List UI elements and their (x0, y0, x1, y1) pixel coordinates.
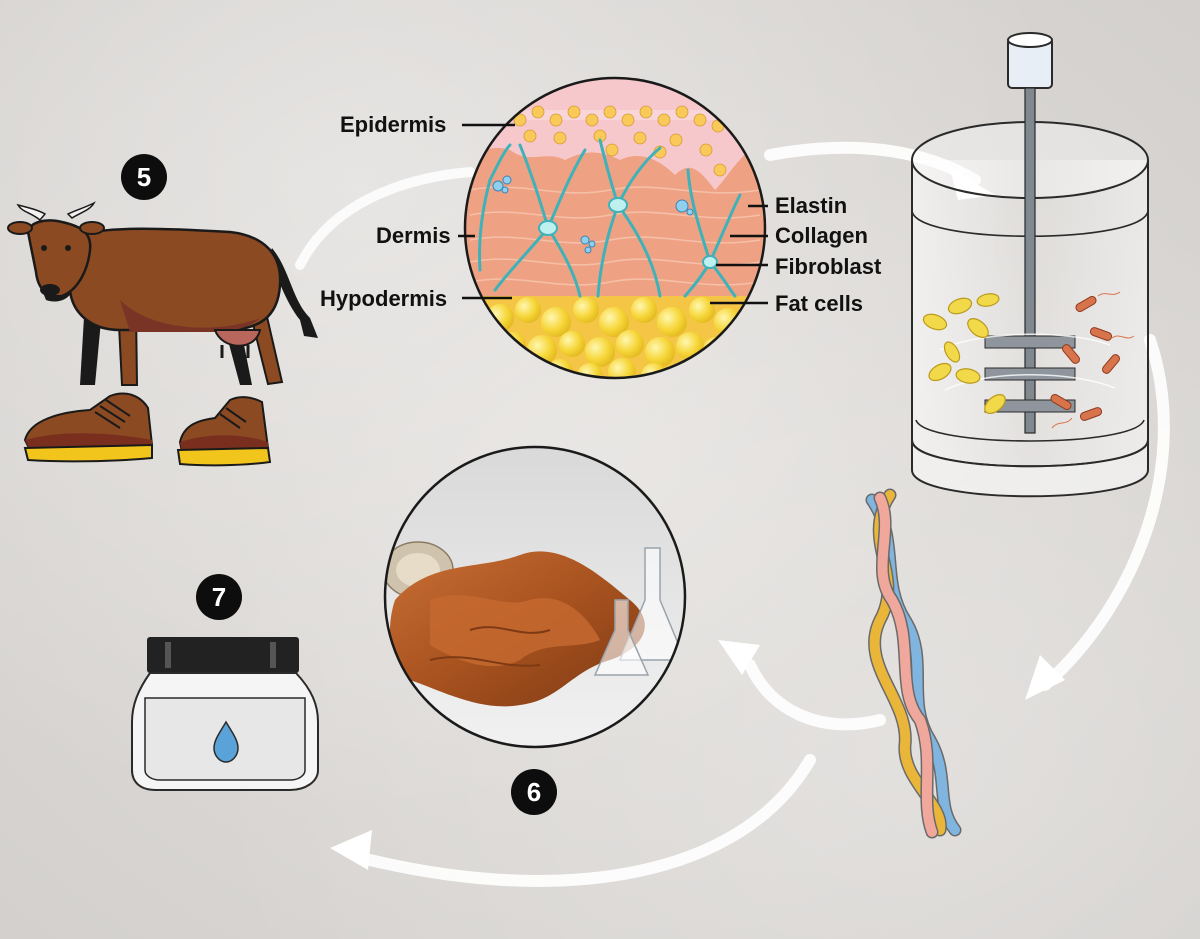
shoe-icon-right (176, 396, 272, 467)
arrowhead-strand (1025, 655, 1065, 700)
label-hypodermis: Hypodermis (320, 286, 448, 311)
label-fat-cells: Fat cells (775, 291, 864, 316)
leather-photo (383, 445, 687, 749)
label-collagen: Collagen (775, 223, 868, 248)
step-badge-7: 7 (196, 574, 242, 620)
bacteria-cells (1050, 296, 1120, 421)
arrow-strand-to-jar (364, 754, 816, 887)
flow-arrows (295, 141, 1170, 887)
step-badge-6: 6 (511, 769, 557, 815)
elastin-bubbles (492, 175, 694, 254)
epidermis-cells (513, 105, 727, 177)
arrowhead-photo (718, 640, 760, 675)
arrow-strand-to-photo (744, 659, 886, 731)
arrow-tank-to-strand (1039, 334, 1170, 691)
cow-icon (7, 201, 318, 386)
braided-strand-icon (865, 488, 962, 839)
skin-label-leaders (458, 123, 768, 305)
yeast-cells (922, 293, 1006, 414)
arrowhead-jar (330, 830, 372, 870)
label-dermis: Dermis (376, 223, 451, 248)
arrow-cow-to-skin (295, 167, 475, 270)
label-elastin: Elastin (775, 193, 848, 218)
water-drop-icon (213, 720, 239, 763)
label-epidermis: Epidermis (340, 112, 447, 137)
fibroblast-cells (538, 197, 718, 269)
step-badge-5: 5 (121, 154, 167, 200)
bioreactor-icon (911, 32, 1149, 498)
jar-icon (131, 637, 319, 791)
skin-cross-section (463, 76, 767, 380)
shoe-icon (23, 392, 154, 463)
label-fibroblast: Fibroblast (775, 254, 882, 279)
